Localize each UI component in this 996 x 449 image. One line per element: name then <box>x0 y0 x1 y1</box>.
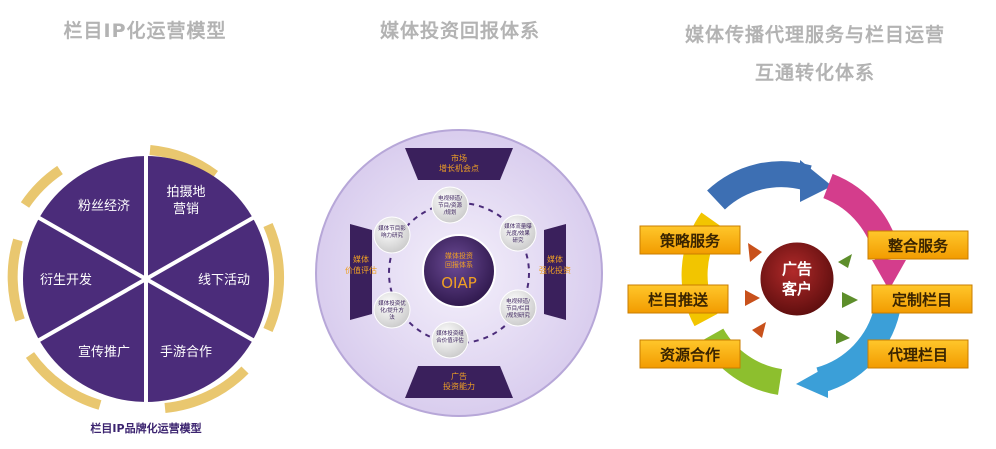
oiap-node-5 <box>373 291 411 329</box>
oiap-node-1 <box>431 186 469 224</box>
svg-text:媒体投资优化/提升方法: 媒体投资优化/提升方法 <box>378 299 406 321</box>
customer-center <box>757 239 837 319</box>
title-conversion: 媒体传播代理服务与栏目运营 互通转化体系 <box>655 16 975 92</box>
svg-text:媒体投资组合价值评估: 媒体投资组合价值评估 <box>436 329 464 344</box>
oiap-core <box>422 234 496 308</box>
oiap-core-label: 媒体投资回报体系 <box>445 251 473 269</box>
oiap-diagram: 市场增长机会点 媒体强化投资 广告投资能力 媒体价值评估 电视频道/节目/资源/… <box>315 129 603 417</box>
box-column-push: 栏目推送 <box>627 284 729 314</box>
cycle-arc-blue <box>707 161 812 210</box>
box-custom: 定制栏目 <box>871 284 973 314</box>
wheel-segment-fans: 粉丝经济 <box>78 199 130 214</box>
oiap-node-6 <box>373 216 411 254</box>
arrow-out-1 <box>838 254 852 268</box>
svg-text:代理栏目: 代理栏目 <box>887 346 948 364</box>
arrow-out-2 <box>842 292 858 308</box>
svg-text:电视频道/节目/栏目/规划研究: 电视频道/节目/栏目/规划研究 <box>506 297 530 319</box>
oiap-banner-right: 媒体强化投资 <box>539 224 571 320</box>
oiap-banner-bottom: 广告投资能力 <box>405 366 513 398</box>
arrow-in-2 <box>745 290 760 306</box>
wheel-segment-location: 拍摄地营销 <box>166 185 205 217</box>
arrow-out-3 <box>836 330 850 344</box>
title-conversion-line1: 媒体传播代理服务与栏目运营 <box>684 24 945 46</box>
title-ip-model: 栏目IP化运营模型 <box>63 20 227 42</box>
oiap-banner-left: 媒体价值评估 <box>345 224 377 320</box>
arrow-in-1 <box>748 243 762 262</box>
svg-text:电视频道/节目/资源/规划: 电视频道/节目/资源/规划 <box>438 194 462 216</box>
svg-text:市场增长机会点: 市场增长机会点 <box>439 153 479 173</box>
wheel-ring <box>7 145 285 413</box>
wheel-caption: 栏目IP品牌化运营模型 <box>90 421 201 435</box>
oiap-node-4 <box>431 321 469 359</box>
title-conversion-line2: 互通转化体系 <box>754 62 875 84</box>
svg-text:策略服务: 策略服务 <box>659 232 721 250</box>
wheel-segment-game: 手游合作 <box>160 345 212 360</box>
cycle-arc-lightblue <box>816 306 900 393</box>
box-agency: 代理栏目 <box>867 339 969 369</box>
oiap-orbit <box>388 202 530 344</box>
wheel-segment-derivative: 衍生开发 <box>40 272 92 288</box>
box-strategy: 策略服务 <box>639 225 741 255</box>
customer-label-2: 客户 <box>781 280 812 298</box>
svg-text:定制栏目: 定制栏目 <box>892 291 952 309</box>
svg-text:媒体节目影响力研究: 媒体节目影响力研究 <box>378 224 406 239</box>
oiap-banner-top: 市场增长机会点 <box>405 148 513 180</box>
svg-text:整合服务: 整合服务 <box>888 237 949 255</box>
oiap-node-2 <box>499 214 537 252</box>
arrow-in-3 <box>752 322 766 338</box>
svg-text:媒体价值评估: 媒体价值评估 <box>345 254 377 275</box>
customer-label-1: 广告 <box>782 260 812 278</box>
title-oiap: 媒体投资回报体系 <box>379 20 540 42</box>
wheel-segment-promo: 宣传推广 <box>78 344 130 360</box>
box-integration: 整合服务 <box>867 230 969 260</box>
oiap-core-title: OIAP <box>441 274 477 292</box>
svg-text:媒体流量曝光度/效果研究: 媒体流量曝光度/效果研究 <box>504 222 532 244</box>
wheel-dividers <box>33 150 259 408</box>
svg-text:资源合作: 资源合作 <box>660 346 720 364</box>
conversion-cycle: 广告 客户 策略服务 栏目推送 资源合作 整合服务 <box>627 160 973 398</box>
wheel-segment-offline: 线下活动 <box>198 273 250 288</box>
svg-text:栏目推送: 栏目推送 <box>648 291 709 309</box>
ip-wheel: 粉丝经济 拍摄地营销 线下活动 手游合作 宣传推广 衍生开发 栏目IP品牌化运营… <box>7 145 285 435</box>
svg-text:媒体强化投资: 媒体强化投资 <box>539 254 571 275</box>
svg-text:广告投资能力: 广告投资能力 <box>443 371 475 391</box>
oiap-node-3 <box>499 289 537 327</box>
box-resource: 资源合作 <box>639 339 741 369</box>
